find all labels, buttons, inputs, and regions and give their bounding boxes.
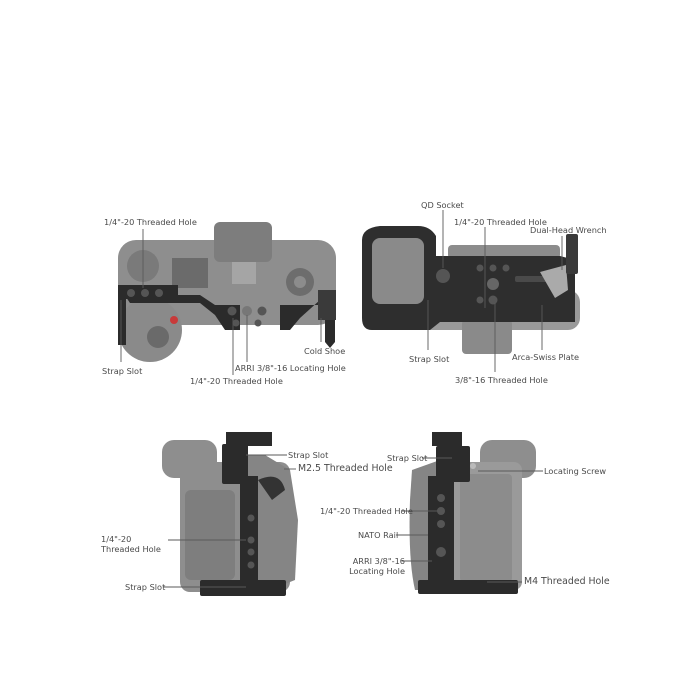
callout-right-locating-screw: Locating Screw (544, 466, 607, 476)
callout-right-quarter-20-hole: 1/4"-20 Threaded Hole (320, 506, 413, 516)
callout-left-quarter-20-hole: 1/4"-20 Threaded Hole (101, 534, 161, 554)
callout-top-strap-slot: Strap Slot (102, 366, 143, 376)
callout-right-m4-threaded-hole: M4 Threaded Hole (524, 576, 610, 587)
callout-top-arri-locating-hole: ARRI 3/8"-16 Locating Hole (235, 363, 346, 373)
callout-top-cold-shoe: Cold Shoe (304, 346, 346, 356)
callout-left-m25-threaded-hole: M2.5 Threaded Hole (298, 463, 393, 474)
callout-left-strap-slot-top: Strap Slot (288, 450, 329, 460)
callout-bottom-arca-swiss-plate: Arca-Swiss Plate (512, 352, 580, 362)
callout-right-strap-slot: Strap Slot (387, 453, 428, 463)
callout-left-strap-slot-bottom: Strap Slot (125, 582, 166, 592)
callout-bottom-strap-slot: Strap Slot (409, 354, 450, 364)
callout-bottom-dual-head-wrench: Dual-Head Wrench (530, 225, 607, 235)
callout-right-nato-rail: NATO Rail (358, 530, 399, 540)
callout-right-arri-locating-hole: ARRI 3/8"-16 Locating Hole (349, 556, 405, 576)
callout-bottom-qd-socket: QD Socket (421, 200, 464, 210)
callout-top-quarter-20-hole-2: 1/4"-20 Threaded Hole (190, 376, 283, 386)
callout-top-quarter-20-hole-1: 1/4"-20 Threaded Hole (104, 217, 197, 227)
callout-bottom-quarter-20-hole: 1/4"-20 Threaded Hole (454, 217, 547, 227)
callout-bottom-three-eighths-16-hole: 3/8"-16 Threaded Hole (455, 375, 548, 385)
